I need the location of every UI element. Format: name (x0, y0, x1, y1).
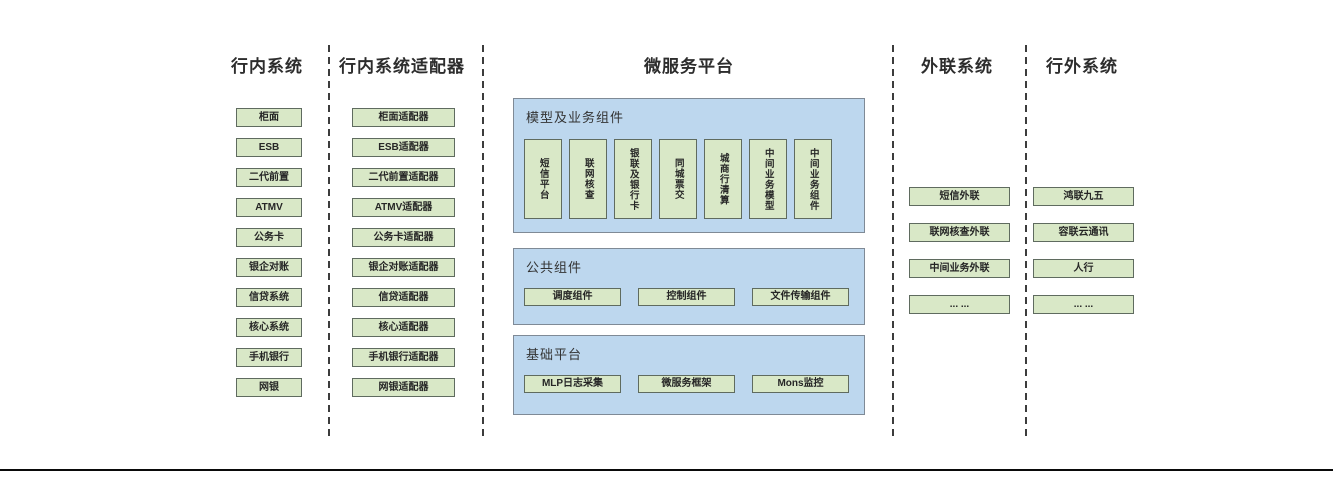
bottom-border-line (0, 469, 1333, 471)
system-box: 信贷系统 (236, 288, 302, 307)
adapter-box: ESB适配器 (352, 138, 455, 157)
component-box: 银联及银行卡 (614, 139, 652, 219)
component-box: 同城票交 (659, 139, 697, 219)
component-box: 控制组件 (638, 288, 735, 306)
adapter-box: ATMV适配器 (352, 198, 455, 217)
component-box: 文件传输组件 (752, 288, 849, 306)
column-separator (892, 45, 894, 439)
component-box: 联网核查 (569, 139, 607, 219)
panel-base-platform: 基础平台 MLP日志采集 微服务框架 Mons监控 (513, 335, 865, 415)
column-header-internal-systems: 行内系统 (231, 57, 303, 76)
panel-title: 基础平台 (526, 347, 583, 362)
panel-common-components: 公共组件 调度组件 控制组件 文件传输组件 (513, 248, 865, 325)
outside-system-box: 鸿联九五 (1033, 187, 1134, 206)
external-link-box: 联网核查外联 (909, 223, 1010, 242)
outside-system-box: 容联云通讯 (1033, 223, 1134, 242)
column-separator (482, 45, 484, 439)
component-box: MLP日志采集 (524, 375, 621, 393)
component-box: 短信平台 (524, 139, 562, 219)
component-box: 城商行清算 (704, 139, 742, 219)
column-separator (328, 45, 330, 439)
adapter-box: 手机银行适配器 (352, 348, 455, 367)
column-header-outside-bank-systems: 行外系统 (1046, 57, 1118, 76)
system-box: ESB (236, 138, 302, 157)
outside-system-box-ellipsis: ... ... (1033, 295, 1134, 314)
panel-title: 公共组件 (526, 260, 583, 275)
adapter-box: 二代前置适配器 (352, 168, 455, 187)
adapter-box: 核心适配器 (352, 318, 455, 337)
component-box: 中间业务组件 (794, 139, 832, 219)
component-box: 调度组件 (524, 288, 621, 306)
panel-model-business-components: 模型及业务组件 短信平台 联网核查 银联及银行卡 同城票交 城商行清算 中间业务… (513, 98, 865, 233)
system-box: 网银 (236, 378, 302, 397)
system-box: 二代前置 (236, 168, 302, 187)
panel-title: 模型及业务组件 (526, 110, 625, 125)
adapter-box: 信贷适配器 (352, 288, 455, 307)
system-box: 公务卡 (236, 228, 302, 247)
component-box: 中间业务模型 (749, 139, 787, 219)
adapter-box: 柜面适配器 (352, 108, 455, 127)
system-box: 柜面 (236, 108, 302, 127)
column-header-internal-adapters: 行内系统适配器 (339, 57, 465, 76)
system-box: ATMV (236, 198, 302, 217)
external-link-box: 中间业务外联 (909, 259, 1010, 278)
system-box: 手机银行 (236, 348, 302, 367)
column-separator (1025, 45, 1027, 439)
adapter-box: 网银适配器 (352, 378, 455, 397)
column-header-external-link-systems: 外联系统 (921, 57, 993, 76)
system-box: 核心系统 (236, 318, 302, 337)
adapter-box: 公务卡适配器 (352, 228, 455, 247)
external-link-box-ellipsis: ... ... (909, 295, 1010, 314)
component-box: 微服务框架 (638, 375, 735, 393)
component-box: Mons监控 (752, 375, 849, 393)
adapter-box: 银企对账适配器 (352, 258, 455, 277)
column-header-microservice-platform: 微服务平台 (644, 57, 734, 76)
outside-system-box: 人行 (1033, 259, 1134, 278)
external-link-box: 短信外联 (909, 187, 1010, 206)
system-box: 银企对账 (236, 258, 302, 277)
